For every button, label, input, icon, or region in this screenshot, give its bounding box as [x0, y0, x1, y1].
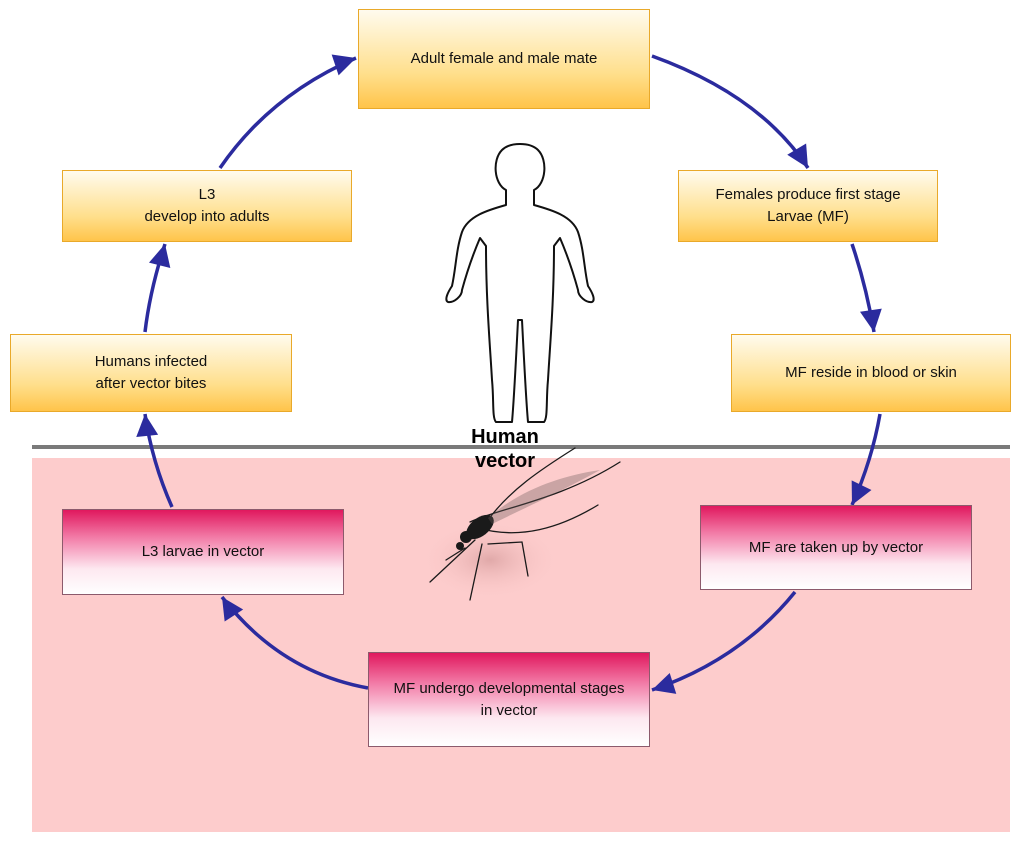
arrow-taken-to-undergo — [651, 590, 797, 692]
human-vector-divider — [32, 445, 1010, 449]
arrow-taken-to-undergo-head — [652, 672, 677, 694]
human-figure-icon — [445, 143, 595, 423]
arrow-produce-to-reside-head — [859, 308, 882, 332]
human-zone-label: Human — [471, 426, 539, 448]
vector-zone-label: vector — [474, 450, 536, 472]
arrow-undergo-to-l3vector — [220, 595, 369, 690]
arrow-reside-to-taken-head — [851, 480, 872, 505]
mosquito-icon — [420, 447, 621, 601]
stage-females-produce-larvae: Females produce first stage Larvae (MF) — [678, 170, 938, 242]
arrow-develop-to-mate — [218, 56, 357, 169]
stage-adult-mate: Adult female and male mate — [358, 9, 650, 109]
cycle-arrows — [136, 54, 882, 694]
arrow-develop-to-mate-head — [331, 54, 356, 76]
stage-humans-infected: Humans infected after vector bites — [10, 334, 292, 412]
arrow-l3vector-to-infected-head — [136, 414, 159, 437]
stage-l3-in-vector: L3 larvae in vector — [62, 509, 344, 595]
arrow-undergo-to-l3vector-head — [222, 597, 244, 622]
arrow-infected-to-develop-head — [148, 244, 171, 269]
stage-mf-taken-up: MF are taken up by vector — [700, 505, 972, 590]
stage-mf-undergo-development: MF undergo developmental stages in vecto… — [368, 652, 650, 747]
arrow-mate-to-produce — [651, 54, 810, 169]
stage-mf-reside: MF reside in blood or skin — [731, 334, 1011, 412]
arrow-mate-to-produce-head — [787, 143, 808, 168]
stage-l3-develop: L3 develop into adults — [62, 170, 352, 242]
